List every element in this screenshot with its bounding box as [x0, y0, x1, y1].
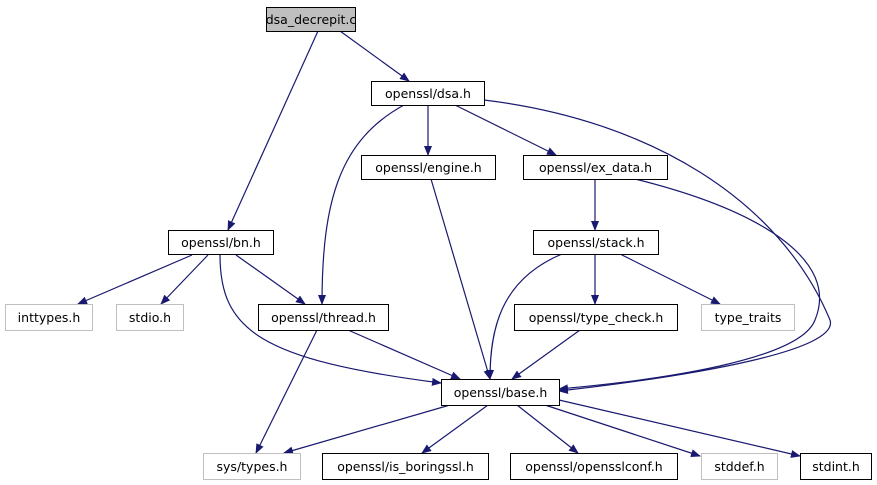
- edge-dsa-ex_data: [454, 104, 557, 156]
- edge-dsa_decrepit-bn: [227, 30, 319, 231]
- edge-stack-base: [486, 253, 563, 380]
- node-openssl-is-boringssl-h[interactable]: openssl/is_boringssl.h: [322, 453, 489, 480]
- edge-dsa_decrepit-dsa: [339, 30, 410, 82]
- edge-base-is_boringssl: [421, 404, 489, 454]
- edge-base-stdint: [558, 399, 801, 458]
- edge-stack-type_traits: [619, 253, 721, 305]
- edge-thread-sys_types: [255, 329, 318, 454]
- node-openssl-engine-h[interactable]: openssl/engine.h: [361, 155, 496, 180]
- edge-base-stddef: [544, 404, 701, 457]
- node-openssl-opensslconf-h[interactable]: openssl/opensslconf.h: [510, 453, 678, 480]
- edge-type_check-base: [511, 329, 581, 380]
- node-openssl-ex-data-h[interactable]: openssl/ex_data.h: [523, 155, 668, 180]
- edge-dsa-base: [483, 99, 831, 394]
- edge-bn-inttypes: [77, 254, 193, 305]
- edge-bn-base: [219, 254, 442, 386]
- node-dsa-decrepit-c[interactable]: dsa_decrepit.c: [266, 7, 356, 32]
- node-sys-types-h: sys/types.h: [203, 453, 301, 480]
- edge-ex_data-base: [558, 178, 821, 393]
- node-openssl-bn-h[interactable]: openssl/bn.h: [168, 230, 274, 255]
- node-openssl-type-check-h[interactable]: openssl/type_check.h: [514, 304, 678, 331]
- node-type-traits: type_traits: [701, 304, 795, 331]
- node-openssl-thread-h[interactable]: openssl/thread.h: [258, 304, 389, 331]
- edge-dsa-thread: [318, 104, 405, 305]
- node-stdio-h: stdio.h: [116, 304, 184, 331]
- node-stddef-h: stddef.h: [701, 453, 778, 480]
- edge-bn-thread: [235, 254, 306, 305]
- edge-thread-base: [347, 329, 461, 380]
- node-openssl-dsa-h[interactable]: openssl/dsa.h: [371, 81, 485, 106]
- node-inttypes-h: inttypes.h: [5, 304, 93, 331]
- edge-base-opensslconf: [516, 404, 579, 454]
- node-stdint-h[interactable]: stdint.h: [800, 453, 872, 480]
- edge-bn-stdio: [160, 254, 209, 305]
- node-openssl-base-h[interactable]: openssl/base.h: [441, 379, 560, 406]
- edge-base-sys_types: [283, 404, 451, 455]
- node-openssl-stack-h[interactable]: openssl/stack.h: [533, 230, 659, 255]
- edge-engine-base: [430, 178, 492, 380]
